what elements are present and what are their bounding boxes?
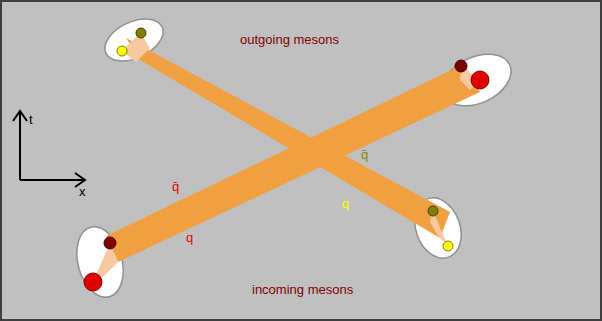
quark-label: q̄ [172, 179, 179, 194]
axis-label: t [29, 112, 33, 127]
quark-label: q [342, 196, 349, 211]
axis-label: x [79, 184, 86, 199]
quark-label: q̄ [361, 147, 368, 162]
quark-label: q [186, 230, 193, 245]
title-label: incoming mesons [252, 282, 353, 297]
title-label: outgoing mesons [240, 32, 339, 47]
